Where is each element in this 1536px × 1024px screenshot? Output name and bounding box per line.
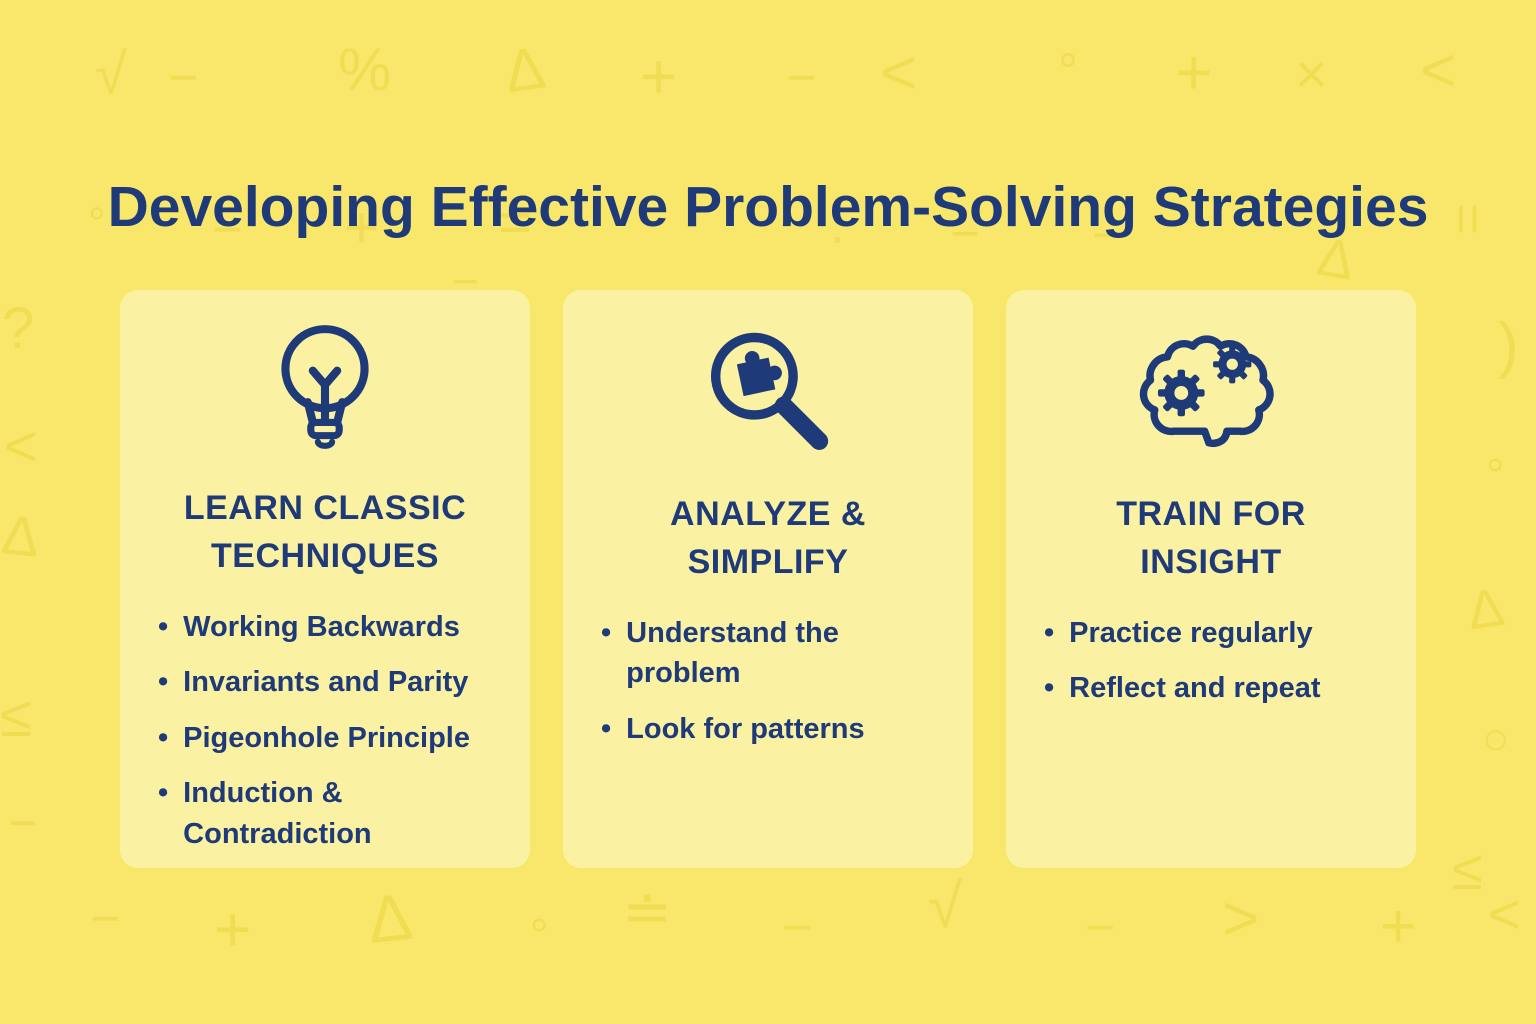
bullet-text: Induction & Contradiction <box>183 777 372 850</box>
math-symbol-decoration: − <box>1085 899 1116 957</box>
math-symbol-decoration: + <box>1175 36 1213 108</box>
math-symbol-decoration: < <box>880 36 918 108</box>
gear-right <box>1213 345 1252 384</box>
bullet-item: • Working Backwards <box>158 607 506 648</box>
bullet-text: Working Backwards <box>183 610 460 643</box>
math-symbol-decoration: + <box>640 40 678 112</box>
bullet-text: Pigeonhole Principle <box>183 721 470 754</box>
math-symbol-decoration: √ <box>928 872 963 941</box>
math-symbol-decoration: − <box>786 49 817 107</box>
brain-gears-icon <box>1126 320 1296 468</box>
math-symbol-decoration: − <box>168 49 199 107</box>
math-symbol-decoration: √ <box>95 42 127 107</box>
math-symbol-decoration: Δ <box>500 33 550 106</box>
bullet-item: • Invariants and Parity <box>158 662 506 703</box>
math-symbol-decoration: < <box>1420 36 1457 105</box>
gear-left <box>1157 369 1205 417</box>
bullet-text: Invariants and Parity <box>183 666 469 699</box>
bullet-dot: • <box>158 610 169 643</box>
bullet-item: • Induction & Contradiction <box>158 773 506 854</box>
bullet-text: Understand the problem <box>626 616 839 690</box>
card-learn-classic-techniques: LEARN CLASSIC TECHNIQUES • Working Backwa… <box>120 290 530 868</box>
bullet-dot: • <box>158 666 169 699</box>
math-symbol-decoration: + <box>214 893 252 965</box>
math-symbol-decoration: − <box>90 890 121 948</box>
bullet-dot: • <box>158 721 169 754</box>
math-symbol-decoration: < <box>1488 882 1521 945</box>
math-symbol-decoration: ° <box>1058 43 1078 99</box>
magnifier-puzzle-icon <box>700 320 836 468</box>
bullet-text: Look for patterns <box>626 712 865 745</box>
bullet-dot: • <box>1044 616 1055 649</box>
bullet-dot: • <box>601 712 612 745</box>
card-heading: LEARN CLASSIC TECHNIQUES <box>183 489 467 576</box>
bullet-dot: • <box>601 616 612 649</box>
cards-row: LEARN CLASSIC TECHNIQUES • Working Backwa… <box>0 290 1536 868</box>
math-symbol-decoration: ° <box>530 909 549 961</box>
math-symbol-decoration: % <box>338 36 392 103</box>
bullet-item: • Reflect and repeat <box>1044 668 1392 709</box>
card-heading: ANALYZE & SIMPLIFY <box>670 495 866 582</box>
bullet-dot: • <box>158 777 169 810</box>
lightbulb-icon <box>269 320 381 462</box>
math-symbol-decoration: + <box>1380 892 1417 961</box>
bullet-list: • Practice regularly • Reflect and repeat <box>1006 613 1416 724</box>
bullet-text: Reflect and repeat <box>1069 672 1321 705</box>
bullet-list: • Working Backwards • Invariants and Parity… <box>120 607 530 870</box>
card-heading: TRAIN FOR INSIGHT <box>1116 495 1306 582</box>
math-symbol-decoration: × <box>1295 42 1328 105</box>
math-symbol-decoration: Δ <box>364 878 416 958</box>
page-title: Developing Effective Problem-Solving Str… <box>107 175 1429 240</box>
math-symbol-decoration: ≐ <box>622 878 673 945</box>
math-symbol-decoration: − <box>782 899 813 957</box>
card-analyze-simplify: ANALYZE & SIMPLIFY • Understand the probl… <box>563 290 973 868</box>
bullet-item: • Practice regularly <box>1044 613 1392 654</box>
bullet-item: • Understand the problem <box>601 613 949 694</box>
bullet-item: • Pigeonhole Principle <box>158 718 506 759</box>
bullet-list: • Understand the problem • Look for pattern… <box>563 613 973 765</box>
bullet-dot: • <box>1044 672 1055 705</box>
bullet-text: Practice regularly <box>1069 616 1313 649</box>
bullet-item: • Look for patterns <box>601 709 949 750</box>
card-train-for-insight: TRAIN FOR INSIGHT • Practice regularly • Re… <box>1006 290 1416 868</box>
math-symbol-decoration: > <box>1222 882 1260 954</box>
